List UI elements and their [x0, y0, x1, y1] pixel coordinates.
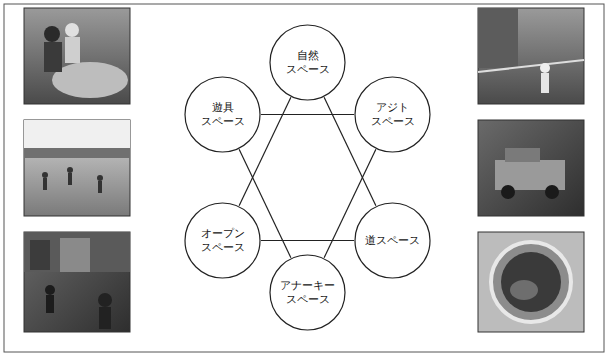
photo-open-ground [24, 232, 130, 332]
photo-nature-play [24, 8, 130, 104]
space-circle: アナーキー スペース [269, 254, 346, 331]
photo-playground [24, 120, 130, 216]
space-circle: 道スペース [354, 202, 431, 279]
photo-hideout [478, 8, 584, 104]
photo-street-vehicle [478, 120, 584, 216]
space-label: 遊具 スペース [193, 101, 253, 129]
space-label: アジト スペース [363, 101, 423, 129]
connector-line [261, 240, 354, 241]
photo-pipe [478, 232, 584, 332]
space-label: アナーキー スペース [278, 279, 338, 307]
frame [4, 4, 604, 352]
space-circle: アジト スペース [354, 76, 431, 153]
connector-line [261, 114, 354, 115]
space-circle: 遊具 スペース [184, 76, 261, 153]
space-circle: 自然 スペース [269, 24, 346, 101]
space-circle: オープン スペース [184, 202, 261, 279]
space-label: 道スペース [365, 234, 420, 248]
space-label: オープン スペース [193, 227, 253, 255]
space-label: 自然 スペース [278, 49, 338, 77]
